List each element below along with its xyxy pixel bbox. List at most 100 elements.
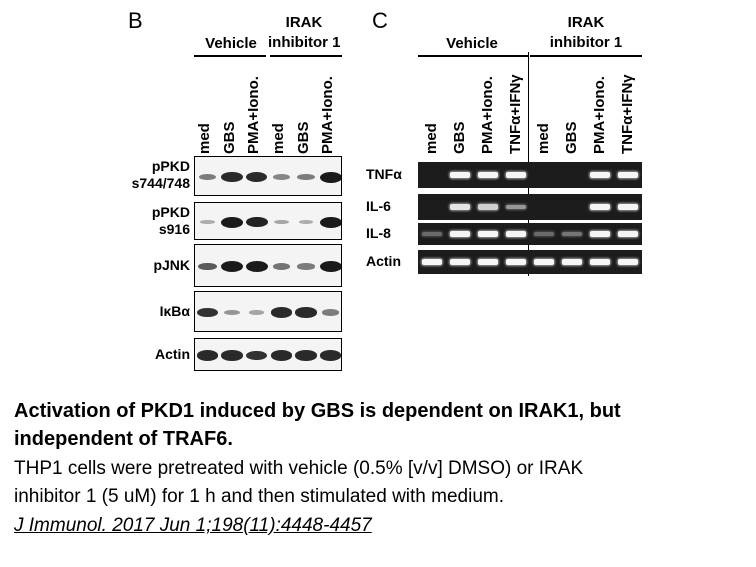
- panel-b-band: [198, 173, 216, 181]
- panel-c-band: [618, 259, 638, 265]
- caption-title-line1: Activation of PKD1 induced by GBS is dep…: [14, 400, 621, 422]
- panel-c-irak-rule: [530, 55, 642, 57]
- panel-b-lane-label: med: [196, 123, 213, 154]
- panel-c-row-label: Actin: [366, 253, 401, 269]
- panel-b-row-label: IκBα: [159, 302, 190, 319]
- panel-c-band: [478, 231, 498, 237]
- panel-c-band: [506, 172, 526, 178]
- panel-c-irak-label-line1: IRAK: [567, 14, 605, 31]
- panel-b-band: [221, 171, 243, 183]
- panel-c-band: [478, 204, 498, 210]
- panel-c-letter: C: [372, 8, 388, 33]
- panel-b-vehicle-label: Vehicle: [205, 35, 257, 52]
- panel-c-gel: [418, 194, 642, 220]
- panel-c-band: [590, 231, 610, 237]
- panel-b-band: [246, 350, 268, 361]
- panel-b-lane-label: GBS: [294, 121, 312, 154]
- panel-b-band: [270, 307, 292, 318]
- panel-c-band: [618, 204, 638, 210]
- panel-b-band: [197, 262, 217, 271]
- panel-c-lane-label: med: [423, 123, 440, 154]
- panel-b-irak-label-line1: IRAK: [285, 14, 323, 31]
- panel-b-band: [273, 219, 289, 225]
- panel-c-gel: [418, 250, 642, 274]
- panel-b-band: [272, 263, 291, 270]
- panel-b-band: [270, 350, 292, 361]
- panel-c-vehicle-label: Vehicle: [446, 35, 498, 52]
- panel-c-band: [590, 259, 610, 265]
- panel-b-row-label-sub: s916: [158, 221, 190, 237]
- panel-b-blot: [194, 156, 342, 196]
- panel-c-row-label: IL-6: [366, 198, 391, 214]
- panel-c-row-label: TNFα: [366, 166, 402, 182]
- panel-b-blot: [194, 291, 342, 332]
- panel-c-band: [590, 172, 610, 178]
- panel-b-band: [319, 350, 341, 361]
- panel-b-row-label: Actin: [155, 345, 190, 362]
- panel-b-band: [196, 350, 218, 361]
- panel-c-band: [562, 259, 582, 265]
- caption-text-line1: THP1 cells were pretreated with vehicle …: [14, 458, 584, 479]
- panel-b-lane-label: med: [270, 123, 287, 154]
- panel-b-band: [322, 309, 340, 316]
- panel-c-lane-label: GBS: [451, 121, 468, 154]
- panel-b-band: [249, 310, 265, 315]
- panel-c-lane-label: PMA+Iono.: [591, 76, 608, 154]
- panel-c-band: [478, 172, 498, 178]
- panel-b-band: [220, 261, 244, 272]
- panel-b-band: [319, 216, 341, 228]
- panel-c-lane-label: TNFα+IFNγ: [507, 74, 524, 154]
- panel-c-lane-label: GBS: [563, 121, 580, 154]
- panel-b-band: [224, 310, 240, 315]
- panel-b-band: [298, 220, 314, 224]
- panel-c-gel: [418, 223, 642, 245]
- panel-c-band: [506, 204, 526, 210]
- panel-b-lane-label: PMA+Iono.: [245, 76, 263, 154]
- panel-b-band: [245, 216, 268, 228]
- panel-b-irak-label-line2: inhibitor 1: [268, 34, 341, 51]
- panel-b-row-label-main: pPKD: [151, 204, 190, 220]
- panel-b-band: [245, 261, 268, 272]
- panel-b-band: [273, 174, 290, 180]
- panel-c-band: [422, 232, 442, 236]
- panel-b-band: [295, 307, 317, 318]
- panel-b-blot: [194, 338, 342, 371]
- panel-c-band: [506, 259, 526, 265]
- panel-c-band: [422, 259, 442, 265]
- panel-c-row-label: IL-8: [366, 225, 391, 241]
- panel-b-row-label-main: pPKD: [151, 158, 190, 174]
- panel-b-vehicle-rule: [194, 55, 266, 57]
- panel-c-irak-label-line2: inhibitor 1: [549, 34, 623, 51]
- caption-text-line2: inhibitor 1 (5 uM) for 1 h and then stim…: [14, 486, 505, 507]
- panel-c-band: [450, 259, 470, 265]
- panel-b-band: [220, 216, 244, 228]
- panel-b-irak-rule: [270, 55, 342, 57]
- panel-c-band: [478, 259, 498, 265]
- panel-b-band: [297, 173, 315, 181]
- panel-b-row-label-sub: s744/748: [131, 175, 190, 191]
- panel-b-band: [319, 171, 341, 183]
- panel-b-band: [297, 263, 315, 270]
- panel-c-lane-label: PMA+Iono.: [479, 76, 496, 154]
- panel-b-row-label: pJNK: [153, 256, 190, 273]
- panel-c-band: [590, 204, 610, 210]
- panel-b-lane-label: PMA+Iono.: [319, 76, 337, 154]
- panel-c-band: [450, 231, 470, 237]
- panel-c-band: [534, 259, 554, 265]
- panel-b-letter: B: [128, 8, 143, 33]
- citation-link[interactable]: J Immunol. 2017 Jun 1;198(11):4448-4457: [14, 515, 372, 536]
- panel-b-blot: [194, 244, 342, 287]
- panel-c-band: [534, 232, 554, 236]
- panel-c-band: [562, 232, 582, 236]
- panel-c-band: [450, 172, 470, 178]
- panel-c-lane-label: med: [535, 123, 552, 154]
- panel-c-gel: [418, 162, 642, 188]
- panel-b-band: [200, 220, 215, 224]
- panel-b-band: [319, 261, 341, 272]
- panel-b-band: [196, 307, 218, 318]
- panel-c-vehicle-rule: [418, 55, 528, 57]
- caption-title-line2: independent of TRAF6.: [14, 428, 233, 450]
- panel-b-band: [221, 350, 243, 361]
- panel-b-blot: [194, 202, 342, 240]
